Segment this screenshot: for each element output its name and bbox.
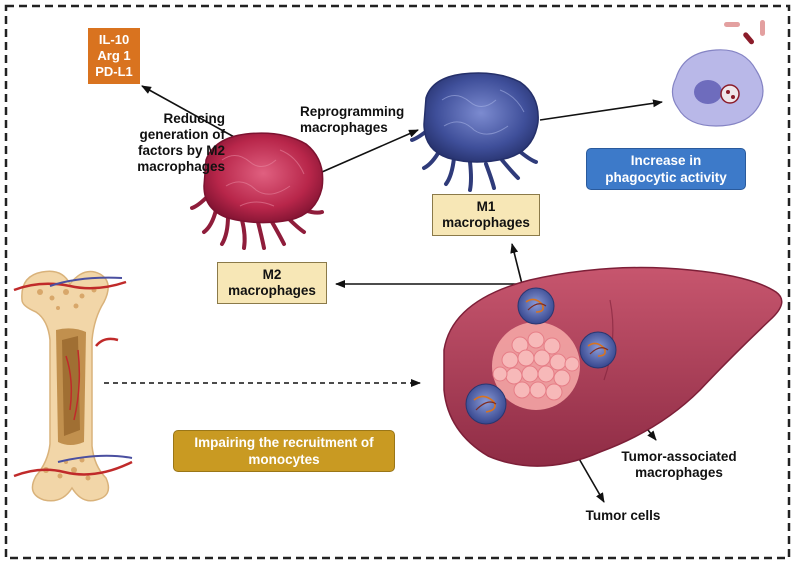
arrow-liver-to-m1: [510, 243, 523, 285]
phagocyte-cell: [671, 20, 765, 127]
cytokines-box: IL-10 Arg 1 PD-L1: [88, 28, 140, 84]
tumor-cells-label: Tumor cells: [585, 508, 661, 523]
reprogramming-label: Reprogramming macrophages: [300, 104, 405, 135]
dashed-frame: [4, 4, 791, 560]
m2-macrophage-cell: [190, 132, 324, 250]
tam-cell-3: [465, 383, 507, 425]
recruitment-box: Impairing the recruitment of monocytes: [173, 430, 395, 472]
arrow-m2-to-cytokines: [141, 85, 237, 139]
bacteria: [724, 20, 765, 45]
tam-label: Tumor-associated macrophages: [621, 449, 737, 480]
phagocytic-activity-box: Increase in phagocytic activity: [586, 148, 746, 190]
liver-illustration: [443, 266, 783, 467]
m2-macrophages-box: M2 macrophages: [217, 262, 327, 304]
tumor-cluster: [492, 322, 580, 410]
m1-macrophages-box: M1 macrophages: [432, 194, 540, 236]
arrow-m1-to-phagocyte: [539, 99, 663, 121]
arrow-m2-to-m1: [321, 129, 419, 173]
m1-macrophage-cell: [410, 72, 539, 192]
reducing-label: Reducing generation of factors by M2 mac…: [137, 111, 225, 174]
tam-cell-1: [517, 287, 555, 325]
tam-cell-2: [579, 331, 617, 369]
bone-illustration: [13, 270, 133, 502]
